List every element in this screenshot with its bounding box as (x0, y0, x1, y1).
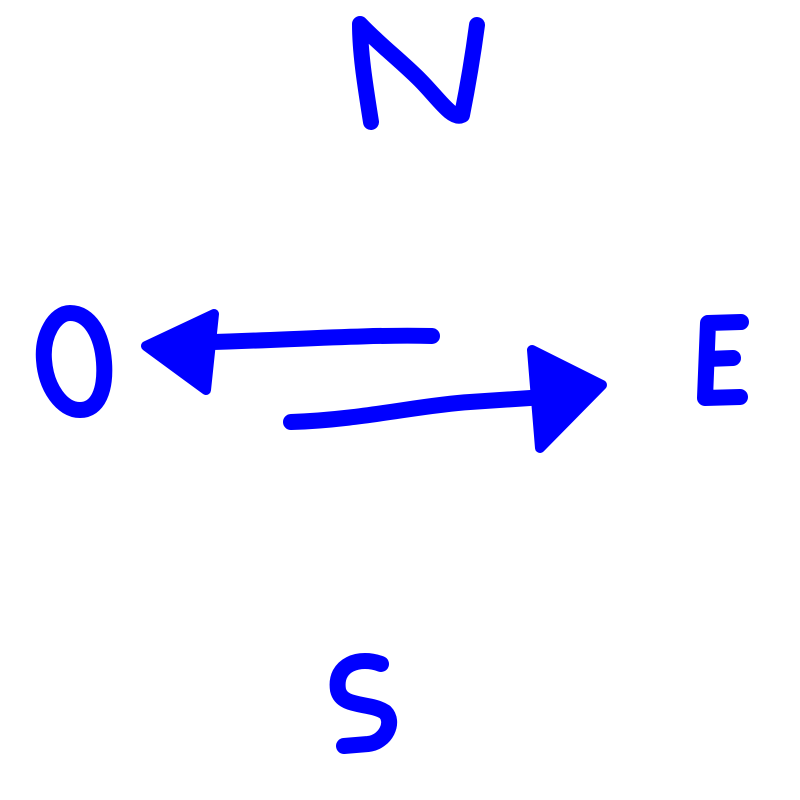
label-west: O (35, 305, 113, 418)
label-east: E (697, 314, 749, 406)
arrow-head-east (527, 345, 607, 453)
label-north: N (352, 16, 485, 130)
arrow-to-east (283, 345, 607, 453)
label-south: S (329, 653, 398, 754)
arrow-head-west (141, 309, 219, 395)
arrow-to-west (141, 309, 440, 395)
